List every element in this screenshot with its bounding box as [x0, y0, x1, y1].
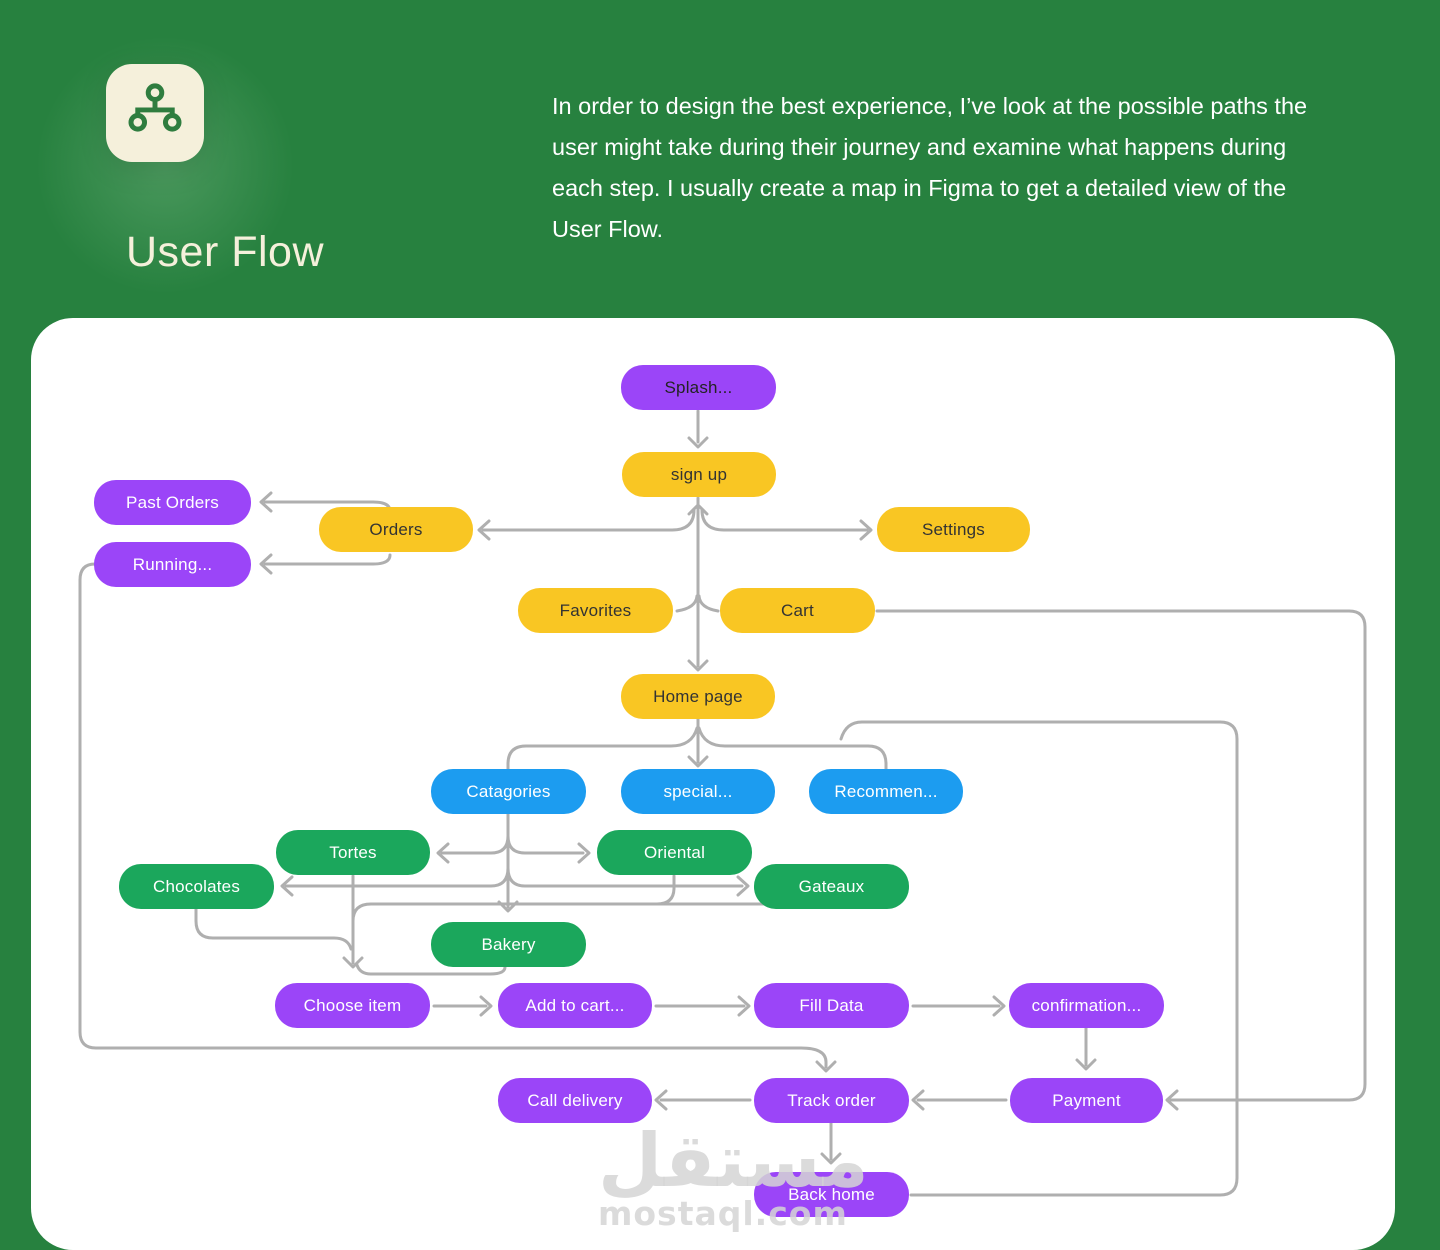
page-title: User Flow [126, 228, 325, 276]
flow-connectors [78, 409, 1367, 1197]
flow-node-recommen: Recommen... [809, 769, 963, 814]
flow-node-sign-up: sign up [622, 452, 776, 497]
flow-node-cart: Cart [720, 588, 875, 633]
flow-node-add-to-cart: Add to cart... [498, 983, 652, 1028]
flow-node-catagories: Catagories [431, 769, 586, 814]
flow-node-special: special... [621, 769, 775, 814]
flow-node-splash: Splash... [621, 365, 776, 410]
flow-node-oriental: Oriental [597, 830, 752, 875]
flow-node-fill-data: Fill Data [754, 983, 909, 1028]
flow-diagram-card: Splash... sign up Past Orders Orders Set… [31, 318, 1395, 1250]
flow-node-home-page: Home page [621, 674, 775, 719]
flow-node-gateaux: Gateaux [754, 864, 909, 909]
flow-node-favorites: Favorites [518, 588, 673, 633]
flow-node-track-order: Track order [754, 1078, 909, 1123]
flow-node-past-orders: Past Orders [94, 480, 251, 525]
page-description: In order to design the best experience, … [552, 93, 1308, 242]
flow-node-choose-item: Choose item [275, 983, 430, 1028]
flow-node-orders: Orders [319, 507, 473, 552]
sitemap-icon [127, 82, 183, 144]
flow-node-back-home: Back home [754, 1172, 909, 1217]
flow-node-chocolates: Chocolates [119, 864, 274, 909]
flow-node-tortes: Tortes [276, 830, 430, 875]
section-icon-tile [106, 64, 204, 162]
flow-node-confirmation: confirmation... [1009, 983, 1164, 1028]
flow-node-payment: Payment [1010, 1078, 1163, 1123]
flow-node-settings: Settings [877, 507, 1030, 552]
flow-node-call-delivery: Call delivery [498, 1078, 652, 1123]
flow-node-running: Running... [94, 542, 251, 587]
flow-node-bakery: Bakery [431, 922, 586, 967]
